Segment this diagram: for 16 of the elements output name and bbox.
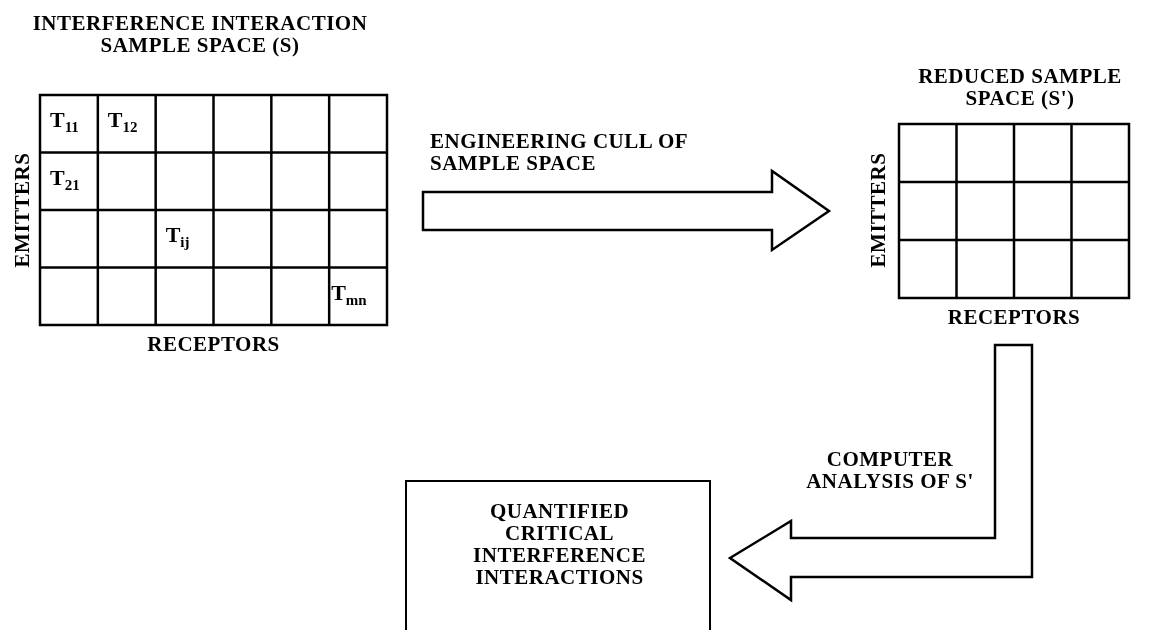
result-text: QUANTIFIED CRITICAL INTERFERENCE INTERACTIONS (472, 500, 647, 588)
axis-label: EMITTERS (11, 151, 33, 270)
matrix-entry: T$_{21}$ (50, 164, 80, 194)
matrix-entry: T$_{11}$ (50, 107, 79, 137)
arrow-label: ENGINEERING CULL OF SAMPLE SPACE (430, 130, 689, 174)
matrix-entry: T$_{mn}$ (331, 279, 367, 309)
matrix-title: INTERFERENCE INTERACTION SAMPLE SPACE (S) (31, 12, 369, 56)
block-arrow (421, 168, 832, 253)
block-arrow (727, 343, 1034, 603)
matrix-entry: T$_{12}$ (107, 107, 138, 137)
matrix-title: REDUCED SAMPLE SPACE (S') (917, 65, 1123, 109)
matrix-entry: T$_{ij}$ (165, 222, 190, 252)
axis-label: EMITTERS (867, 151, 889, 270)
axis-label: RECEPTORS (146, 333, 281, 355)
axis-label: RECEPTORS (946, 306, 1082, 328)
arrow-label: COMPUTER ANALYSIS OF S' (805, 448, 975, 492)
